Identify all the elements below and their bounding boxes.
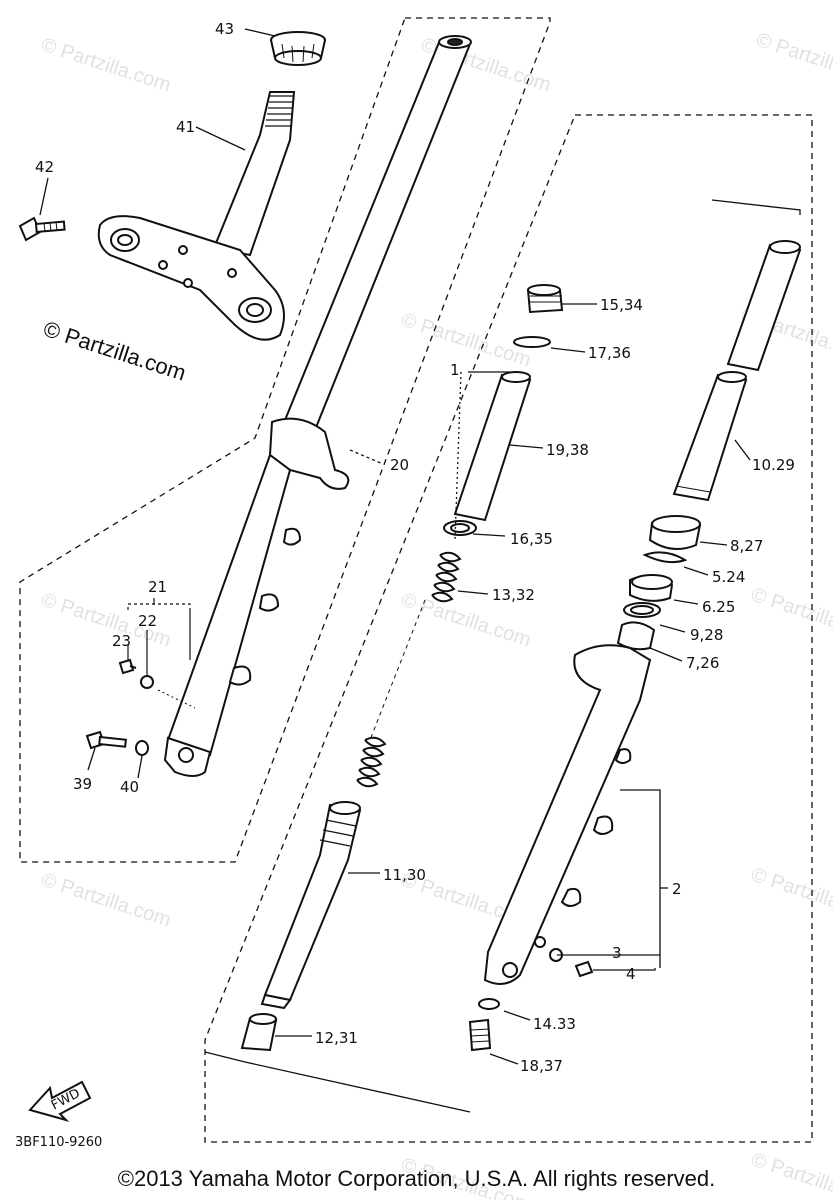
label-21: 21	[148, 578, 167, 596]
diagram-code: 3BF110-9260	[15, 1135, 102, 1150]
label-14-33: 14.33	[533, 1015, 576, 1033]
bolt-part	[18, 216, 66, 242]
label-22: 22	[138, 612, 157, 630]
label-39: 39	[73, 775, 92, 793]
watermark-text: © Partzilla.com	[748, 584, 833, 647]
label-12-31: 12,31	[315, 1029, 358, 1047]
copyright-text: ©2013 Yamaha Motor Corporation, U.S.A. A…	[117, 1166, 716, 1191]
label-9-28: 9,28	[690, 626, 723, 644]
label-11-30: 11,30	[383, 866, 426, 884]
assembly-outlines	[19, 17, 813, 1143]
watermark-main: © Partzilla.com	[40, 316, 189, 386]
label-17-36: 17,36	[588, 344, 631, 362]
label-5-24: 5.24	[712, 568, 745, 586]
label-4: 4	[626, 965, 636, 983]
label-20: 20	[390, 456, 409, 474]
fork-inner-outline	[204, 114, 813, 1143]
outer-fork-tube-part	[163, 35, 472, 777]
watermark-text: © Partzilla.com	[38, 34, 173, 97]
watermark-text: © Partzilla.com	[748, 864, 833, 927]
label-7-26: 7,26	[686, 654, 719, 672]
label-40: 40	[120, 778, 139, 796]
label-15-34: 15,34	[600, 296, 643, 314]
inner-right-parts	[468, 240, 802, 1052]
label-8-27: 8,27	[730, 537, 763, 555]
part-labels: 43 41 42 20 1 15,34 17,36 19,38 16,35 13…	[35, 20, 795, 1075]
label-10-29: 10.29	[752, 456, 795, 474]
label-16-35: 16,35	[510, 530, 553, 548]
label-18-37: 18,37	[520, 1057, 563, 1075]
bracket-21-22	[127, 598, 191, 676]
bearing-part	[270, 31, 326, 66]
label-6-25: 6.25	[702, 598, 735, 616]
label-41: 41	[176, 118, 195, 136]
label-2: 2	[672, 880, 682, 898]
leader-lines	[39, 28, 801, 1113]
label-13-32: 13,32	[492, 586, 535, 604]
label-23: 23	[112, 632, 131, 650]
watermark-text: © Partzilla.com	[398, 309, 533, 372]
label-1: 1	[450, 361, 460, 379]
fwd-arrow-icon: FWD	[28, 1080, 92, 1122]
fork-left-outline	[19, 17, 551, 863]
small-parts-left	[85, 658, 196, 756]
label-19-38: 19,38	[546, 441, 589, 459]
watermark-text: © Partzilla.com	[38, 869, 173, 932]
watermark-text: © Partzilla.com	[753, 29, 833, 92]
label-42: 42	[35, 158, 54, 176]
steering-stem-part	[97, 91, 296, 341]
label-43: 43	[215, 20, 234, 38]
inner-center-parts	[240, 284, 564, 1052]
label-3: 3	[612, 944, 622, 962]
